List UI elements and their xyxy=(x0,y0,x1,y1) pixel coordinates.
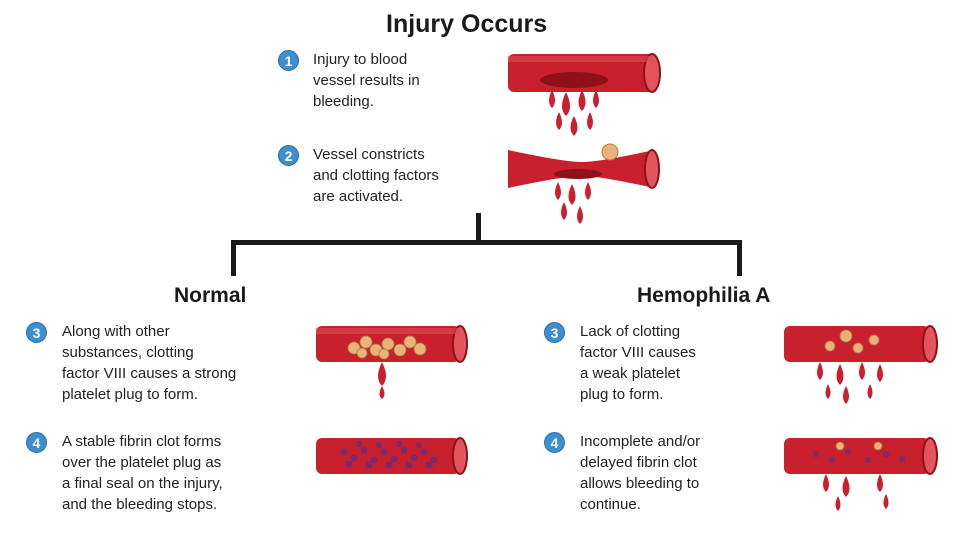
vessel-hemophilia-incomplete-clot xyxy=(784,437,938,511)
hemophilia-step-4-badge: 4 xyxy=(544,432,565,453)
vessel-constricted-illustration xyxy=(508,143,660,224)
connector-stem xyxy=(476,213,481,243)
connector-right-drop xyxy=(737,240,742,276)
hemophilia-step-3-badge: 3 xyxy=(544,322,565,343)
normal-heading: Normal xyxy=(174,284,247,307)
vessel-injury-illustration xyxy=(508,53,661,136)
hemophilia-step-3-text: Lack of clotting factor VIII causes a we… xyxy=(580,323,696,403)
hemophilia-heading: Hemophilia A xyxy=(637,284,771,307)
normal-step-3-text: Along with other substances, clotting fa… xyxy=(62,323,237,403)
vessel-hemophilia-weak-plug xyxy=(784,325,938,404)
vessel-normal-fibrin-clot xyxy=(316,437,468,475)
normal-step-3-badge: 3 xyxy=(26,322,47,343)
connector-bar xyxy=(231,240,742,245)
hemophilia-step-4-text: Incomplete and/or delayed fibrin clot al… xyxy=(580,433,701,513)
step-1-badge: 1 xyxy=(278,50,299,71)
normal-step-4-text: A stable fibrin clot forms over the plat… xyxy=(62,433,223,513)
step-2-text: Vessel constricts and clotting factors a… xyxy=(313,146,439,205)
step-1-text: Injury to blood vessel results in bleedi… xyxy=(313,51,420,110)
diagram-title: Injury Occurs xyxy=(386,10,548,38)
vessel-normal-platelet-plug xyxy=(316,325,468,399)
connector-left-drop xyxy=(231,240,236,276)
step-2-badge: 2 xyxy=(278,145,299,166)
normal-step-4-badge: 4 xyxy=(26,432,47,453)
